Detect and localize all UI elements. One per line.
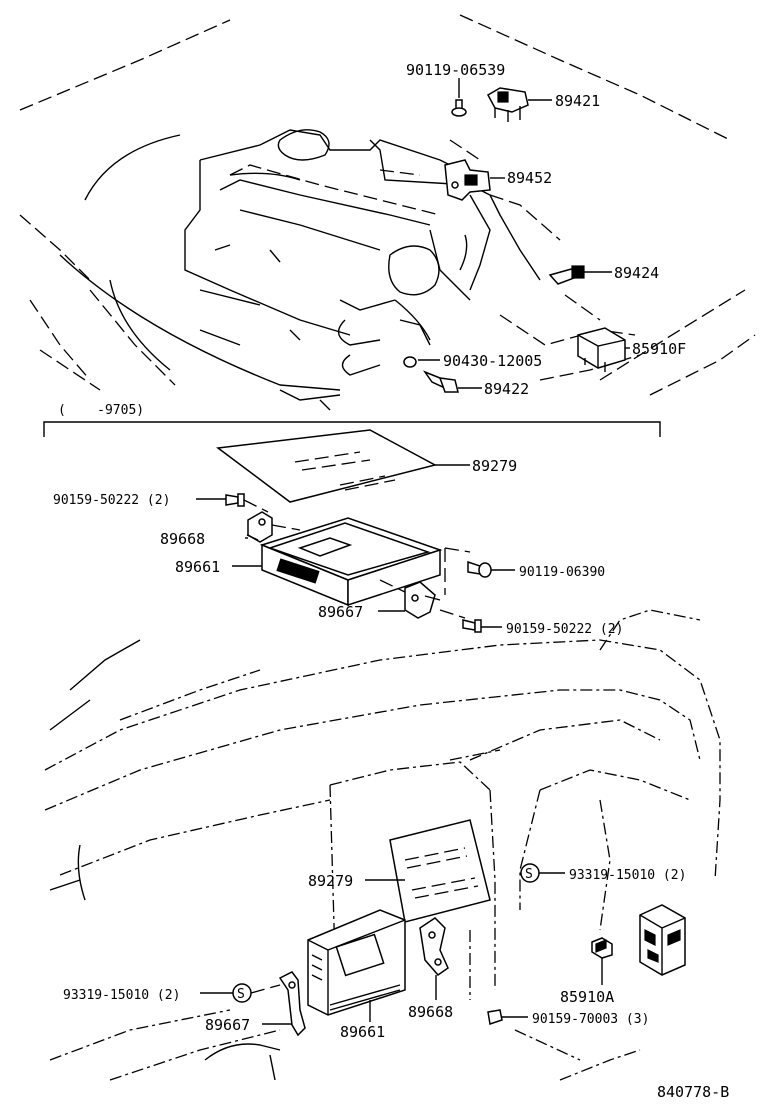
label-89668-top: 89668 bbox=[160, 530, 205, 548]
screw-93319-15010-right-icon bbox=[520, 863, 565, 883]
label-89279-top: 89279 bbox=[472, 457, 517, 475]
label-range: ( -9705) bbox=[58, 403, 144, 418]
screw-93319-15010-left-icon bbox=[200, 983, 281, 1003]
label-89667-bottom: 89667 bbox=[205, 1016, 250, 1034]
label-sheet-89279-top-icon bbox=[216, 429, 470, 503]
sensor-89452-icon bbox=[444, 159, 491, 201]
label-85910A: 85910A bbox=[560, 988, 614, 1006]
label-85910F: 85910F bbox=[632, 340, 686, 358]
bolt-90119-06390-icon bbox=[444, 547, 515, 595]
bracket-89668-top-icon bbox=[246, 511, 301, 543]
sensor-89424-icon bbox=[548, 265, 585, 285]
label-89661-top: 89661 bbox=[175, 558, 220, 576]
label-93319-15010-right: 93319-15010 (2) bbox=[569, 868, 686, 883]
label-93319-15010-left: 93319-15010 (2) bbox=[63, 988, 180, 1003]
ecu-89661-top-icon bbox=[259, 517, 443, 607]
drawing-number: 840778-B bbox=[657, 1083, 729, 1101]
label-90119-06539: 90119-06539 bbox=[406, 61, 505, 79]
bolt-90119-06539-icon bbox=[451, 99, 467, 117]
label-89422: 89422 bbox=[484, 380, 529, 398]
label-89279-bottom: 89279 bbox=[308, 872, 353, 890]
bolt-90159-50222-top-icon bbox=[196, 493, 269, 513]
bolt-90159-50222-bottom-icon bbox=[439, 609, 502, 633]
label-90159-50222-top: 90159-50222 (2) bbox=[53, 493, 170, 508]
bracket-89667-top-icon bbox=[378, 579, 441, 619]
sensor-89421-icon bbox=[486, 87, 529, 122]
part-labels: 90119-06539 89421 89452 89424 85910F 904… bbox=[53, 61, 729, 1101]
dashboard-illustration bbox=[44, 609, 721, 1081]
sensor-89422-icon bbox=[422, 370, 459, 393]
ecu-89661-bottom-icon bbox=[307, 909, 406, 1022]
label-90119-06390: 90119-06390 bbox=[519, 565, 605, 580]
switch-assembly-icon bbox=[639, 904, 686, 976]
label-sheet-89279-bottom-icon bbox=[365, 819, 491, 923]
label-89421: 89421 bbox=[555, 92, 600, 110]
label-90430-12005: 90430-12005 bbox=[443, 352, 542, 370]
relay-85910A-icon bbox=[591, 937, 613, 985]
bracket-89667-bottom-icon bbox=[262, 971, 306, 1037]
range-bracket bbox=[43, 421, 661, 437]
label-89668-bottom: 89668 bbox=[408, 1003, 453, 1021]
engine-bay-illustration bbox=[19, 14, 756, 411]
bracket-89668-bottom-icon bbox=[419, 917, 449, 1000]
label-90159-70003: 90159-70003 (3) bbox=[532, 1012, 649, 1027]
relay-85910F-icon bbox=[577, 327, 626, 372]
top-leader-lines bbox=[418, 78, 630, 389]
label-89667-top: 89667 bbox=[318, 603, 363, 621]
bolt-90159-70003-icon bbox=[487, 1009, 528, 1025]
gasket-90430-12005-icon bbox=[403, 356, 417, 368]
s-mark-left: S bbox=[237, 987, 245, 1002]
label-89424: 89424 bbox=[614, 264, 659, 282]
label-89661-bottom: 89661 bbox=[340, 1023, 385, 1041]
s-mark-right: S bbox=[525, 867, 533, 882]
label-89452: 89452 bbox=[507, 169, 552, 187]
label-90159-50222-bottom: 90159-50222 (2) bbox=[506, 622, 623, 637]
